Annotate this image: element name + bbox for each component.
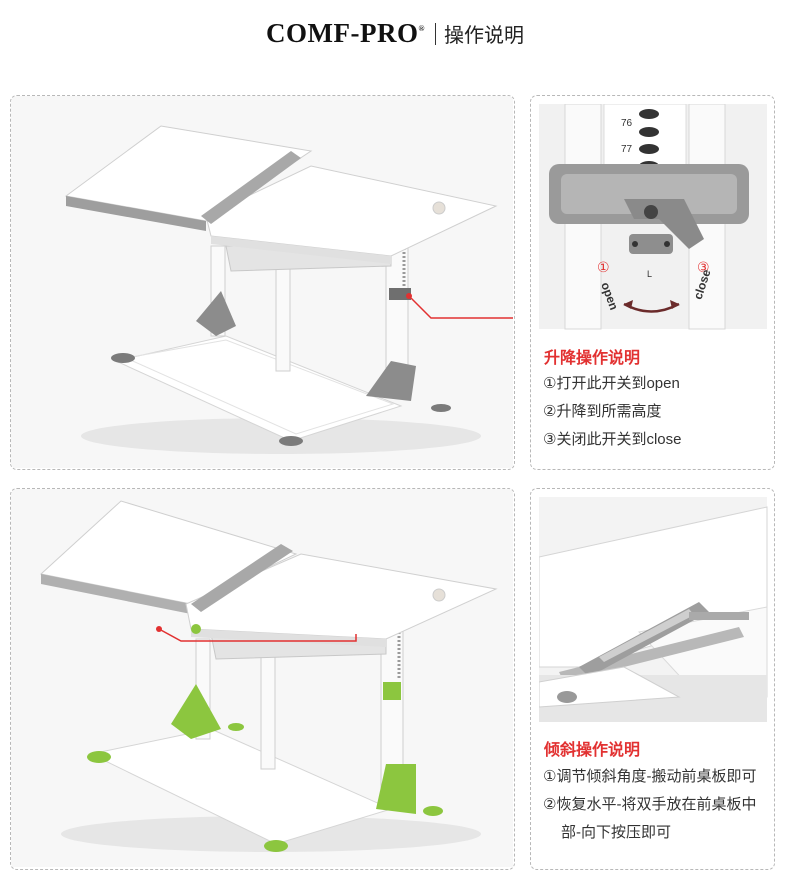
lift-step-2: ②升降到所需高度	[543, 403, 662, 420]
tilt-step-2: ②恢复水平-将双手放在前桌板中	[543, 796, 757, 813]
green-desk-image	[11, 489, 513, 867]
scale-mark-77: 77	[621, 144, 633, 155]
green-desk-panel	[10, 488, 515, 870]
scale-mark-76: 76	[621, 118, 633, 129]
close-step-number: ③	[697, 259, 710, 275]
tilt-section-title: 倾斜操作说明	[544, 742, 641, 759]
tilt-closeup-image	[539, 497, 768, 722]
header-divider	[434, 23, 436, 45]
brand-logo: COMF-PRO®	[266, 18, 425, 48]
lift-step-1: ①打开此开关到open	[543, 375, 680, 392]
page-title: 操作说明	[443, 25, 524, 47]
gray-desk-panel	[10, 95, 515, 470]
lift-section-title: 升降操作说明	[544, 350, 641, 367]
gray-desk-image	[11, 96, 513, 468]
lift-instruction-panel: 76 77 ① ③ L open close 升降操作说明 ①打开此开关到ope…	[530, 95, 775, 470]
page-header: COMF-PRO® 操作说明	[0, 18, 790, 58]
tilt-step-2-cont: 部-向下按压即可	[561, 824, 671, 841]
lift-step-3: ③关闭此开关到close	[543, 431, 682, 448]
lift-closeup-image: 76 77 ① ③ L open close	[539, 104, 767, 330]
tilt-step-1: ①调节倾斜角度-搬动前桌板即可	[543, 768, 757, 785]
lock-letter: L	[647, 269, 652, 279]
open-step-number: ①	[597, 259, 610, 275]
tilt-instruction-panel: 倾斜操作说明 ①调节倾斜角度-搬动前桌板即可 ②恢复水平-将双手放在前桌板中 部…	[530, 488, 775, 870]
